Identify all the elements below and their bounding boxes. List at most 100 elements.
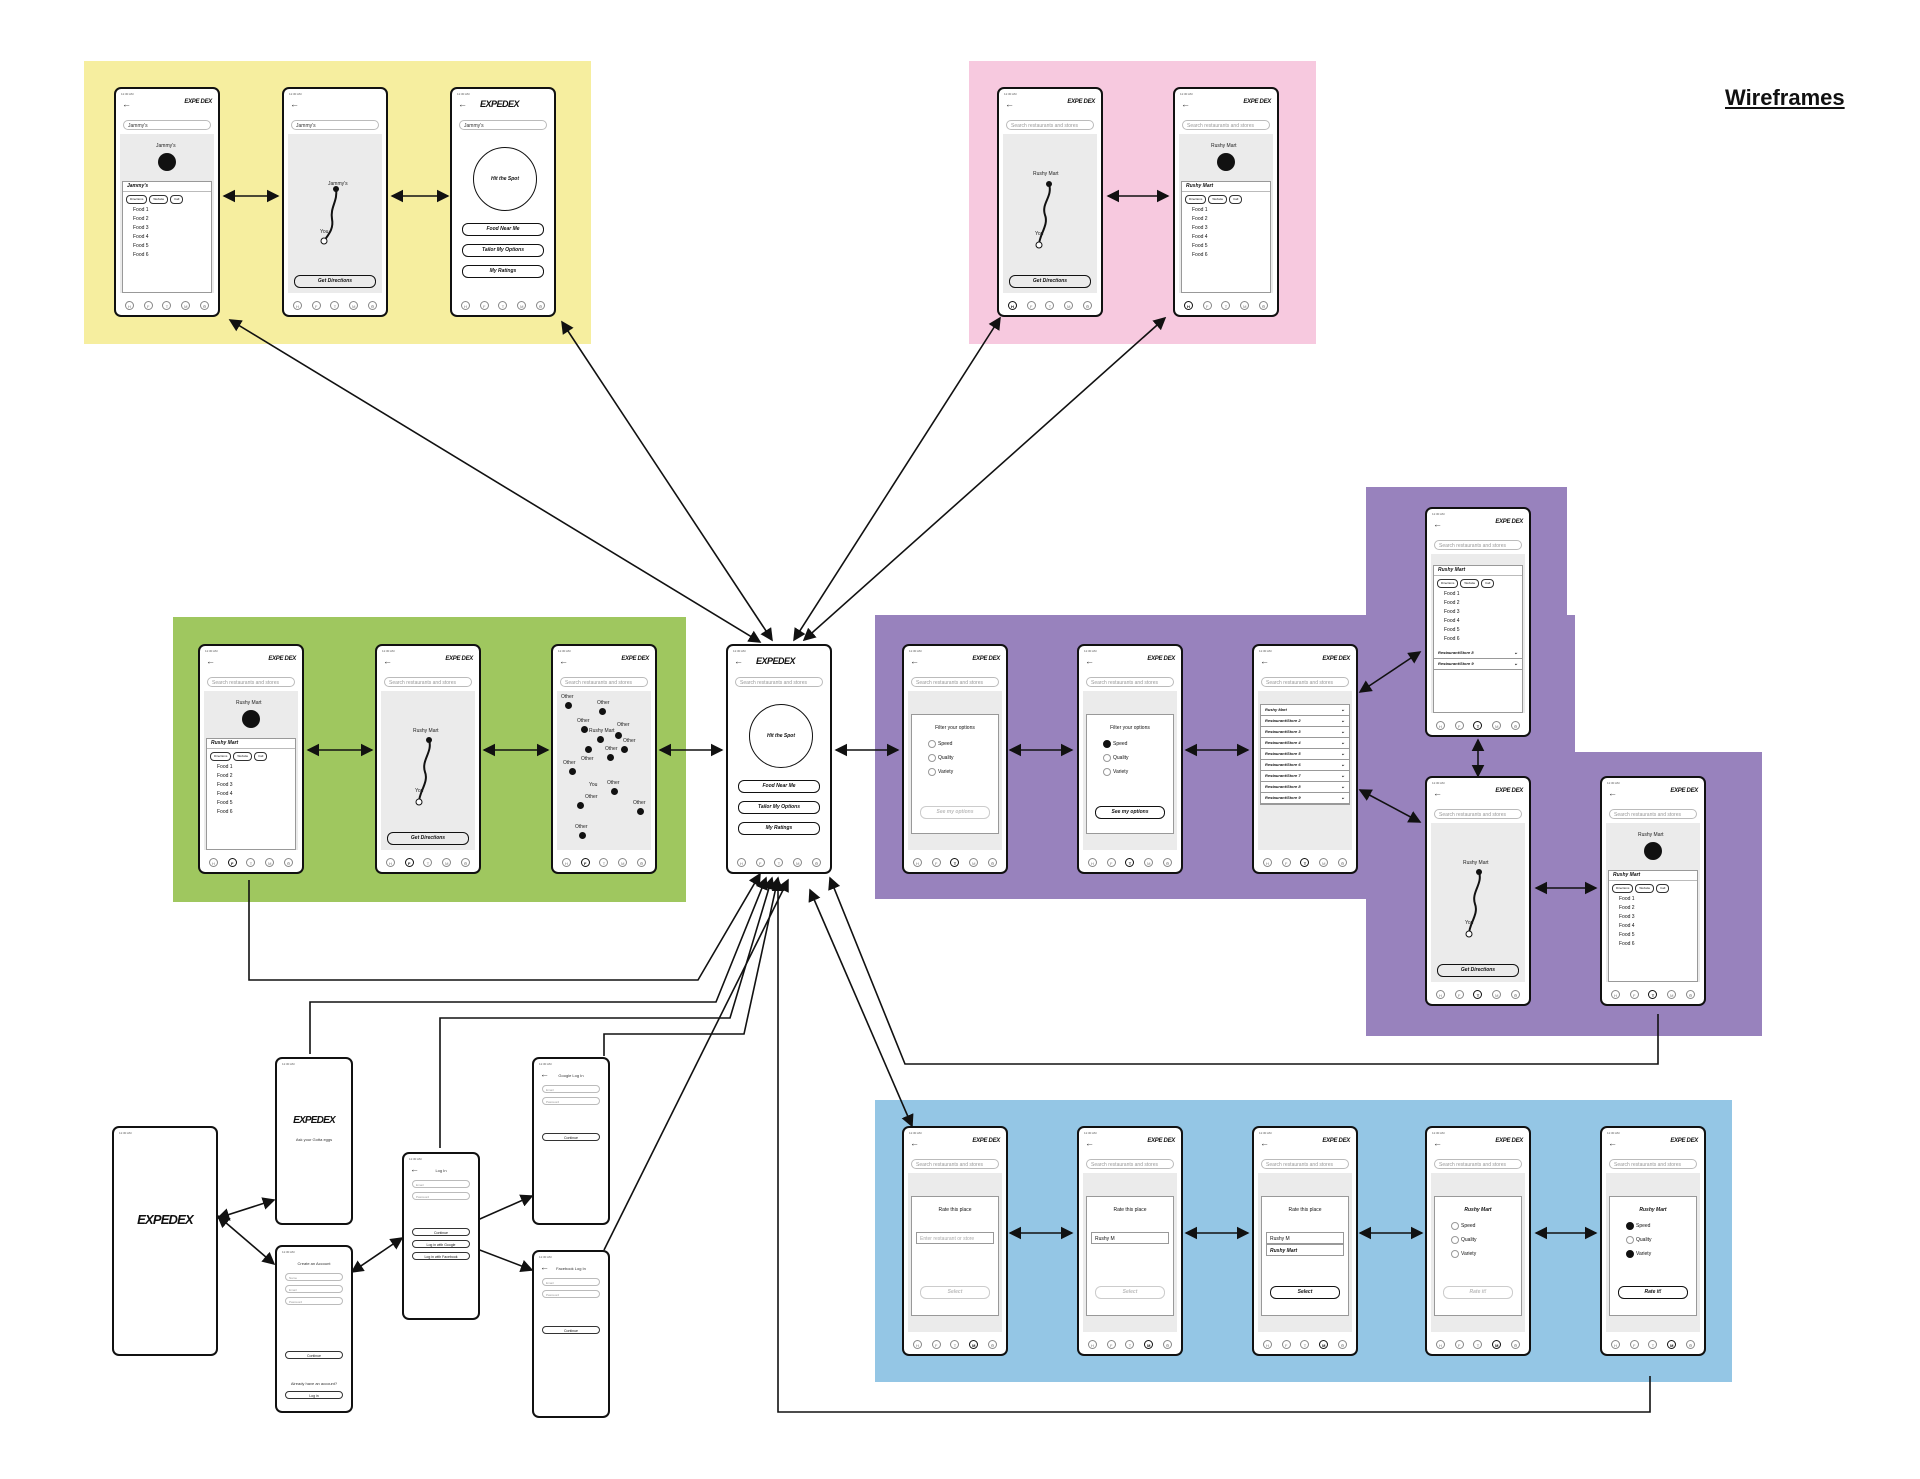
tab-home[interactable]: H bbox=[1087, 1339, 1097, 1349]
tab-food[interactable]: F bbox=[1454, 989, 1464, 999]
email-field[interactable]: Email bbox=[285, 1285, 343, 1293]
tailor-my-options-button[interactable]: Tailor My Options bbox=[462, 244, 544, 257]
password-field[interactable]: Password bbox=[542, 1097, 600, 1105]
tab-settings[interactable]: ⚙ bbox=[812, 857, 822, 867]
food-item[interactable]: Food 6 bbox=[217, 809, 233, 815]
tab-food[interactable]: F bbox=[1629, 1339, 1639, 1349]
search-input[interactable]: Search restaurants and stores bbox=[1086, 1159, 1174, 1169]
search-input[interactable]: Search restaurants and stores bbox=[1434, 809, 1522, 819]
speed-option[interactable]: Speed bbox=[1435, 1219, 1521, 1233]
search-input[interactable]: Search restaurants and stores bbox=[911, 677, 999, 687]
tab-ratings[interactable]: M bbox=[1144, 1339, 1154, 1349]
tab-tailor[interactable]: T bbox=[1648, 989, 1658, 999]
get-directions-button[interactable]: Get Directions bbox=[387, 832, 469, 845]
list-item[interactable]: Restaurant/Store 3⌄ bbox=[1261, 727, 1349, 738]
food-item[interactable]: Food 3 bbox=[133, 225, 149, 231]
back-arrow-icon[interactable]: ← bbox=[910, 656, 919, 666]
get-directions-button[interactable]: Get Directions bbox=[1437, 964, 1519, 977]
tailor-my-options-button[interactable]: Tailor My Options bbox=[738, 801, 820, 814]
tab-home[interactable]: H bbox=[912, 857, 922, 867]
tab-food[interactable]: F bbox=[755, 857, 765, 867]
back-arrow-icon[interactable]: ← bbox=[1085, 656, 1094, 666]
tab-ratings[interactable]: M bbox=[1319, 857, 1329, 867]
tab-food[interactable]: F bbox=[1202, 300, 1212, 310]
directions-button[interactable]: Directions bbox=[1612, 884, 1634, 893]
search-input[interactable]: Search restaurants and stores bbox=[1182, 120, 1270, 130]
list-item[interactable]: Restaurant/Store 6⌄ bbox=[1261, 760, 1349, 771]
tab-home[interactable]: H bbox=[736, 857, 746, 867]
back-arrow-icon[interactable]: ← bbox=[1085, 1138, 1094, 1148]
tab-ratings[interactable]: M bbox=[969, 857, 979, 867]
quality-option[interactable]: Quality bbox=[1435, 1233, 1521, 1247]
food-item[interactable]: Food 6 bbox=[1192, 252, 1208, 258]
back-arrow-icon[interactable]: ← bbox=[540, 1069, 549, 1079]
log-in-google-button[interactable]: Log in with Google bbox=[412, 1240, 470, 1248]
search-input[interactable]: Jammy's bbox=[459, 120, 547, 130]
directions-button[interactable]: Directions bbox=[210, 752, 232, 761]
website-button[interactable]: Website bbox=[1208, 195, 1228, 204]
website-button[interactable]: Website bbox=[233, 752, 253, 761]
food-item[interactable]: Food 2 bbox=[1619, 905, 1635, 911]
search-input[interactable]: Search restaurants and stores bbox=[911, 1159, 999, 1169]
tab-food[interactable]: F bbox=[931, 857, 941, 867]
search-input[interactable]: Search restaurants and stores bbox=[207, 677, 295, 687]
list-item[interactable]: Restaurant/Store 7⌄ bbox=[1261, 771, 1349, 782]
search-input[interactable]: Search restaurants and stores bbox=[1609, 1159, 1697, 1169]
tab-settings[interactable]: ⚙ bbox=[1686, 989, 1696, 999]
continue-button[interactable]: Continue bbox=[412, 1228, 470, 1236]
select-button[interactable]: Select bbox=[920, 1286, 990, 1299]
tab-food[interactable]: F bbox=[143, 300, 153, 310]
tab-tailor[interactable]: T bbox=[1300, 1339, 1310, 1349]
tab-settings[interactable]: ⚙ bbox=[1511, 989, 1521, 999]
back-arrow-icon[interactable]: ← bbox=[1433, 1138, 1442, 1148]
search-input[interactable]: Search restaurants and stores bbox=[384, 677, 472, 687]
food-near-me-button[interactable]: Food Near Me bbox=[462, 223, 544, 236]
search-input[interactable]: Jammy's bbox=[123, 120, 211, 130]
tab-settings[interactable]: ⚙ bbox=[1163, 857, 1173, 867]
call-button[interactable]: Call bbox=[1481, 579, 1495, 588]
tab-settings[interactable]: ⚙ bbox=[1338, 857, 1348, 867]
variety-option[interactable]: Variety bbox=[1087, 765, 1173, 779]
tab-tailor[interactable]: T bbox=[1473, 1339, 1483, 1349]
email-field[interactable]: Email bbox=[542, 1278, 600, 1286]
tab-settings[interactable]: ⚙ bbox=[988, 857, 998, 867]
food-item[interactable]: Food 1 bbox=[217, 764, 233, 770]
quality-option[interactable]: Quality bbox=[1610, 1233, 1696, 1247]
select-button[interactable]: Select bbox=[1270, 1286, 1340, 1299]
list-item[interactable]: Restaurant/Store 8⌄ bbox=[1261, 782, 1349, 793]
suggestion-item[interactable]: Rushy Mart bbox=[1266, 1244, 1344, 1256]
back-arrow-icon[interactable]: ← bbox=[410, 1164, 419, 1174]
name-field[interactable]: Name bbox=[285, 1273, 343, 1281]
food-item[interactable]: Food 5 bbox=[1192, 243, 1208, 249]
email-field[interactable]: Email bbox=[412, 1180, 470, 1188]
get-directions-button[interactable]: Get Directions bbox=[294, 275, 376, 288]
tab-tailor[interactable]: T bbox=[950, 1339, 960, 1349]
back-arrow-icon[interactable]: ← bbox=[290, 99, 299, 109]
speed-option[interactable]: Speed bbox=[1610, 1219, 1696, 1233]
food-item[interactable]: Food 2 bbox=[217, 773, 233, 779]
tab-ratings[interactable]: M bbox=[1492, 1339, 1502, 1349]
tab-tailor[interactable]: T bbox=[950, 857, 960, 867]
tab-ratings[interactable]: M bbox=[1240, 300, 1250, 310]
password-field[interactable]: Password bbox=[285, 1297, 343, 1305]
tab-food[interactable]: F bbox=[1106, 857, 1116, 867]
tab-settings[interactable]: ⚙ bbox=[536, 300, 546, 310]
tab-settings[interactable]: ⚙ bbox=[200, 300, 210, 310]
tab-tailor[interactable]: T bbox=[1473, 720, 1483, 730]
food-item[interactable]: Food 5 bbox=[217, 800, 233, 806]
food-item[interactable]: Food 1 bbox=[1619, 896, 1635, 902]
tab-home[interactable]: H bbox=[208, 857, 218, 867]
my-ratings-button[interactable]: My Ratings bbox=[738, 822, 820, 835]
website-button[interactable]: Website bbox=[1460, 579, 1480, 588]
search-input[interactable]: Search restaurants and stores bbox=[1086, 677, 1174, 687]
tab-settings[interactable]: ⚙ bbox=[637, 857, 647, 867]
call-button[interactable]: Call bbox=[170, 195, 184, 204]
see-my-options-button[interactable]: See my options bbox=[1095, 806, 1165, 819]
back-arrow-icon[interactable]: ← bbox=[122, 99, 131, 109]
tab-home[interactable]: H bbox=[1087, 857, 1097, 867]
tab-settings[interactable]: ⚙ bbox=[1511, 1339, 1521, 1349]
food-item[interactable]: Food 3 bbox=[1619, 914, 1635, 920]
rate-it-button[interactable]: Rate it! bbox=[1618, 1286, 1688, 1299]
tab-food[interactable]: F bbox=[580, 857, 590, 867]
back-arrow-icon[interactable]: ← bbox=[734, 656, 743, 666]
